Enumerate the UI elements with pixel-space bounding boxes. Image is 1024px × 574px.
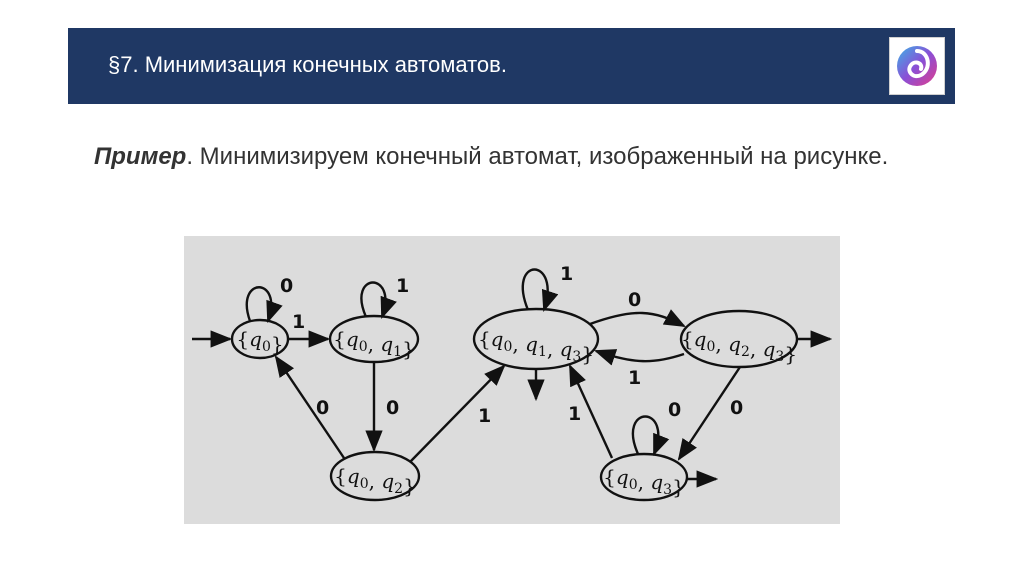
state-label-s023: {q0, q2, q3} [681,327,797,366]
edge-label-s01-loop: 1 [396,275,409,297]
edge-s023-s03 [677,366,742,461]
slide-header: §7. Минимизация конечных автоматов. [68,28,955,104]
edge-label-s013-loop: 1 [560,263,573,285]
state-label-s01: {q0, q1} [333,327,415,361]
automaton-svg: {q0} {q0, q1} {q0, q1, q3} {q0, q2, q3} … [192,263,833,502]
edge-s013-s023 [589,309,686,328]
university-swirl-logo-icon [897,46,937,86]
edge-label-s0-loop: 0 [280,275,293,297]
state-s03 [599,452,689,502]
edge-s02-s013 [409,364,506,463]
example-lead: Пример [94,143,187,170]
edge-label-s013-s023: 0 [628,289,641,311]
edge-s01-loop [360,281,397,320]
automaton-diagram: {q0} {q0, q1} {q0, q1, q3} {q0, q2, q3} … [184,236,840,524]
slide-title: §7. Минимизация конечных автоматов. [108,52,507,77]
edge-label-s01-s02: 0 [386,397,399,419]
logo [889,37,945,95]
state-label-s0: {q0} [236,327,283,356]
edge-label-s02-s0: 0 [316,397,329,419]
edge-s02-s0 [274,355,345,459]
edge-s0-loop [245,286,283,324]
example-paragraph: Пример. Минимизируем конечный автомат, и… [72,140,952,174]
edge-label-s03-loop: 0 [668,399,681,421]
example-text: . Минимизируем конечный автомат, изображ… [186,143,889,170]
edge-label-s023-s03: 0 [730,397,743,419]
state-label-s03: {q0, q3} [603,465,685,499]
edge-label-s02-s013: 1 [478,405,491,427]
edge-s03-loop [631,415,670,457]
edge-s03-s013 [568,364,614,459]
edge-s013-loop [521,268,559,313]
edge-label-s023-s013: 1 [628,367,641,389]
edge-s023-s013 [593,349,685,366]
edge-label-s03-s013: 1 [568,403,581,425]
state-label-s02: {q0, q2} [334,464,416,498]
edge-label-s0-s01: 1 [292,311,305,333]
state-label-s013: {q0, q1, q3} [478,327,594,366]
